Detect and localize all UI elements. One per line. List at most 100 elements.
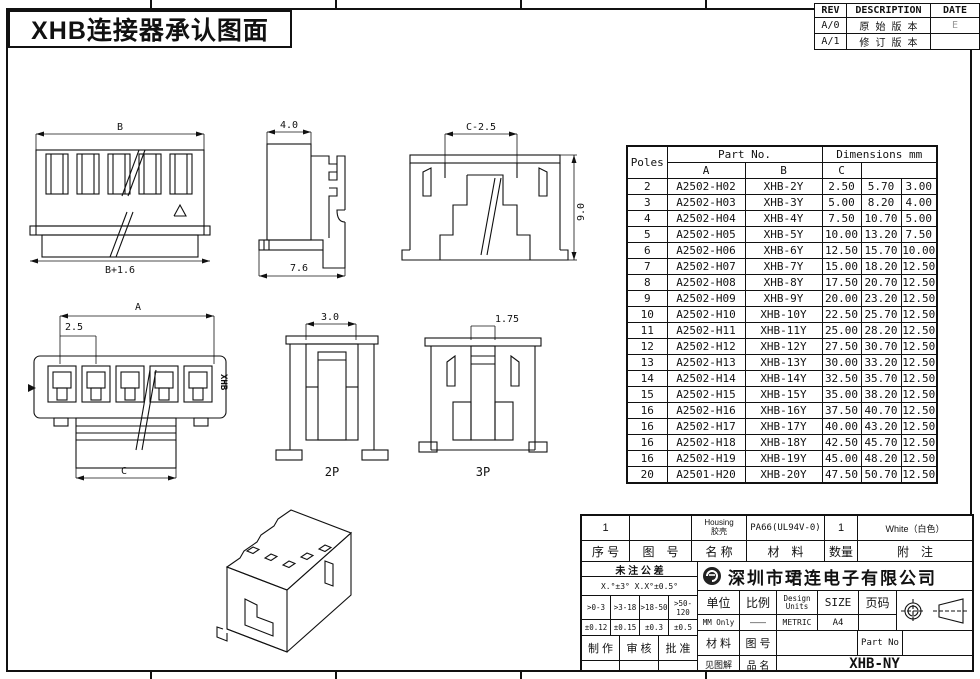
product-name-value: XHB-NY [849,656,900,672]
parts-table-cell: 47.50 [821,466,862,484]
parts-table-cell: 38.20 [860,386,902,403]
view-label: 2P [325,465,339,479]
parts-table-cell: 7.50 [821,210,862,227]
dim-label: A [135,302,141,313]
scale-label: 比例 [745,596,770,610]
dim-label: C [121,466,127,477]
parts-table-cell: 14 [626,370,668,387]
bom-name-value: Housing 胶壳 [692,516,747,540]
parts-table-cell: A2501-H20 [666,466,746,484]
parts-table-cell: 10.00 [821,226,862,243]
drawing-frame [6,8,972,672]
parts-table-cell: 10.00 [900,242,938,259]
page-label: 页码 [865,596,890,610]
company-banner: 深圳市珺连电子有限公司 [698,562,972,591]
parts-table-cell: 11 [626,322,668,339]
parts-table-cell: 7 [626,258,668,275]
bom-seq-value: 1 [582,516,630,540]
parts-table-cell: XHB-4Y [744,210,823,227]
bom-drawing-no-value [630,516,692,540]
parts-table-cell: A2502-H18 [666,434,746,451]
parts-table-cell: 12.50 [900,418,938,435]
parts-table-cell: 35.70 [860,370,902,387]
marking-text: XHB [218,374,228,391]
bom-drawing-no-header: 图 号 [630,541,692,561]
parts-table-cell: 8.20 [860,194,902,211]
description-col-header: DESCRIPTION [845,3,932,18]
parts-table-cell: 12.50 [900,322,938,339]
parts-table-cell: 12.50 [900,354,938,371]
isometric-view-drawing [216,509,353,653]
parts-table-cell: 5.00 [900,210,938,227]
tolerance-angles: X.°±3° X.X°±0.5° [582,576,697,595]
bom-material-header: 材 料 [747,541,825,561]
parts-table-cell: 4.00 [900,194,938,211]
tolerance-value: ±0.3 [640,620,669,635]
parts-col-dimensions: Dimensions mm [821,145,938,163]
parts-table-cell: 16 [626,434,668,451]
parts-col-a: A [666,162,746,179]
approver-label: 批 准 [665,643,691,655]
parts-table-cell: 16 [626,418,668,435]
parts-table-cell: 7.50 [900,226,938,243]
product-name-label: 品 名 [740,656,777,672]
parts-table-cell: 16 [626,402,668,419]
frame-tick [520,671,522,679]
tolerance-range: >18-50 [640,596,669,619]
parts-table-cell: 25.70 [860,306,902,323]
parts-table-cell: XHB-8Y [744,274,823,291]
rev-description: 原 始 版 本 [845,17,932,34]
parts-table-cell: 13.20 [860,226,902,243]
parts-table-cell: 12.50 [900,386,938,403]
parts-table-cell: 35.00 [821,386,862,403]
material-value: 见图解 [698,656,740,672]
parts-table-cell: A2502-H04 [666,210,746,227]
tolerance-range: >3-18 [611,596,640,619]
parts-table-cell: 20.00 [821,290,862,307]
parts-table-cell: 4 [626,210,668,227]
material-label: 材 料 [698,631,740,655]
frame-tick [150,0,152,8]
parts-table-cell: 12.50 [821,242,862,259]
bom-seq-header: 序 号 [582,541,630,561]
parts-table-cell: 23.20 [860,290,902,307]
tolerance-title: 未 注 公 差 [615,565,664,577]
maker-label: 制 作 [582,636,620,660]
projection-symbol-cell [897,591,972,630]
parts-table-cell: 5 [626,226,668,243]
parts-table-cell: XHB-10Y [744,306,823,323]
parts-table-cell: 6 [626,242,668,259]
parts-table-cell: XHB-9Y [744,290,823,307]
parts-table-cell: XHB-17Y [744,418,823,435]
parts-table-cell: 15 [626,386,668,403]
parts-table-cell: XHB-16Y [744,402,823,419]
dim-label: B+1.6 [105,265,135,276]
parts-table-cell: 37.50 [821,402,862,419]
bom-qty-value: 1 [825,516,858,540]
dim-label: B [117,122,123,133]
dim-label: 1.75 [495,314,519,325]
part-no-label: Part No [858,631,903,655]
parts-table-cell: 9 [626,290,668,307]
parts-table-cell: 50.70 [860,466,902,484]
parts-table-cell: A2502-H06 [666,242,746,259]
size-label: SIZE [824,596,852,609]
title-block: 1 Housing 胶壳 PA66(UL94V-0) 1 White（白色） 序… [580,514,974,672]
date-col-header: DATE [930,3,980,18]
parts-table-cell: 48.20 [860,450,902,467]
parts-table-cell: A2502-H17 [666,418,746,435]
rev-col-header: REV [814,3,847,18]
parts-table-cell: 45.70 [860,434,902,451]
parts-table-cell: A2502-H15 [666,386,746,403]
parts-table-cell: XHB-2Y [744,178,823,195]
parts-table-cell: A2502-H03 [666,194,746,211]
parts-table-cell: A2502-H13 [666,354,746,371]
